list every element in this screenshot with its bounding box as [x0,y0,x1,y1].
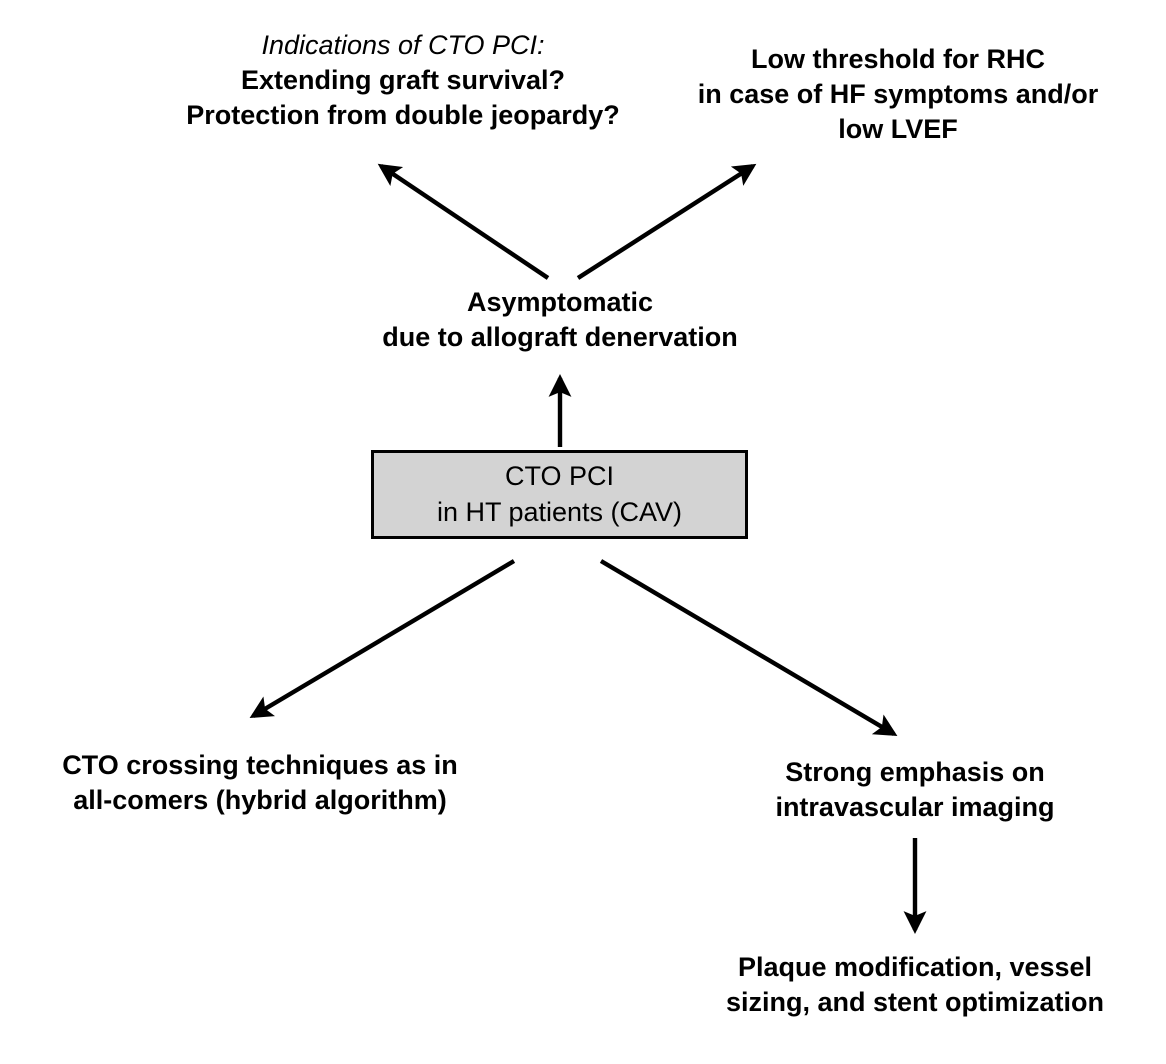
indications-of-cto-pci-label: Indications of CTO PCI: Extending graft … [143,28,663,133]
indications-line-3: Protection from double jeopardy? [186,100,620,131]
rhc-line-1: Low threshold for RHC [751,44,1045,74]
crossing-line-1: CTO crossing techniques as in [62,750,458,780]
arrow-cto-box-to-imaging [599,559,898,737]
cto-box-line-2: in HT patients (CAV) [436,496,683,527]
plaque-modification-label: Plaque modification, vessel sizing, and … [695,950,1135,1020]
indications-line-1: Indications of CTO PCI: [261,30,545,60]
plaque-line-2: sizing, and stent optimization [726,987,1104,1018]
low-threshold-for-rhc-label: Low threshold for RHC in case of HF symp… [688,42,1108,147]
arrow-asymptomatic-to-rhc [576,163,757,280]
arrow-cto-box-to-crossing [249,559,516,719]
cto-crossing-techniques-label: CTO crossing techniques as in all-comers… [10,748,510,818]
imaging-line-2: intravascular imaging [775,792,1055,823]
cto-pci-box: CTO PCI in HT patients (CAV) [371,450,748,539]
asymptomatic-line-2: due to allograft denervation [382,322,738,353]
indications-line-2: Extending graft survival? [240,65,566,96]
arrow-asymptomatic-to-indications [377,163,550,280]
asymptomatic-label: Asymptomatic due to allograft denervatio… [340,285,780,355]
rhc-line-3: low LVEF [838,114,958,145]
asymptomatic-line-1: Asymptomatic [466,287,654,317]
intravascular-imaging-label: Strong emphasis on intravascular imaging [745,755,1085,825]
cto-box-line-1: CTO PCI [504,461,614,492]
rhc-line-2: in case of HF symptoms and/or [697,79,1099,110]
plaque-line-1: Plaque modification, vessel [737,952,1093,982]
imaging-line-1: Strong emphasis on [785,757,1045,787]
crossing-line-2: all-comers (hybrid algorithm) [73,785,447,816]
